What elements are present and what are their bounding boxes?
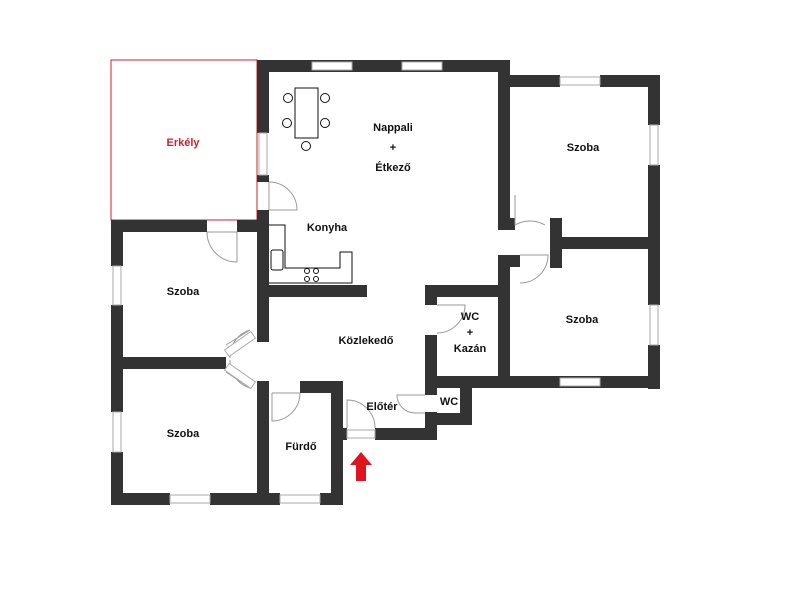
walls	[111, 60, 660, 505]
windows	[112, 61, 659, 504]
room-label-szoba-left-bottom: Szoba	[166, 428, 200, 440]
wc-kazan-line2: +	[466, 327, 474, 339]
wc-kazan-line1: WC	[460, 311, 480, 323]
room-label-szoba-right-mid: Szoba	[565, 314, 599, 326]
nappali-line2: +	[389, 142, 397, 154]
nappali-line1: Nappali	[373, 122, 413, 134]
doors	[206, 181, 549, 429]
room-label-nappali: Nappali + Étkező	[373, 118, 413, 178]
room-label-konyha: Konyha	[306, 222, 348, 234]
room-label-wc-kazan: WC + Kazán	[454, 309, 486, 357]
entrance-arrow	[350, 452, 372, 481]
room-label-szoba-left-mid: Szoba	[166, 286, 200, 298]
room-label-furdo: Fürdő	[285, 441, 317, 453]
kitchen-counter	[269, 224, 353, 284]
nappali-line3: Étkező	[375, 162, 411, 174]
room-label-eloter: Előtér	[366, 401, 398, 413]
room-label-szoba-top-right: Szoba	[566, 142, 600, 154]
dining-table	[282, 87, 330, 151]
room-label-erkely: Erkély	[166, 137, 200, 149]
wc-kazan-line3: Kazán	[453, 343, 487, 355]
room-label-kozlekedo: Közlekedő	[338, 335, 394, 347]
room-label-wc: WC	[439, 396, 459, 408]
